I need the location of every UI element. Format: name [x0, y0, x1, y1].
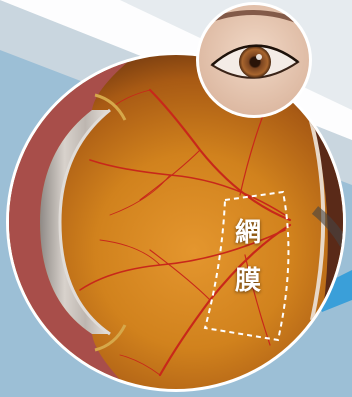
retina-label-char-1: 網 — [203, 212, 293, 249]
iris — [239, 46, 271, 78]
retina-label: 網 膜 — [203, 187, 293, 329]
retina-label-char-2: 膜 — [203, 260, 293, 297]
